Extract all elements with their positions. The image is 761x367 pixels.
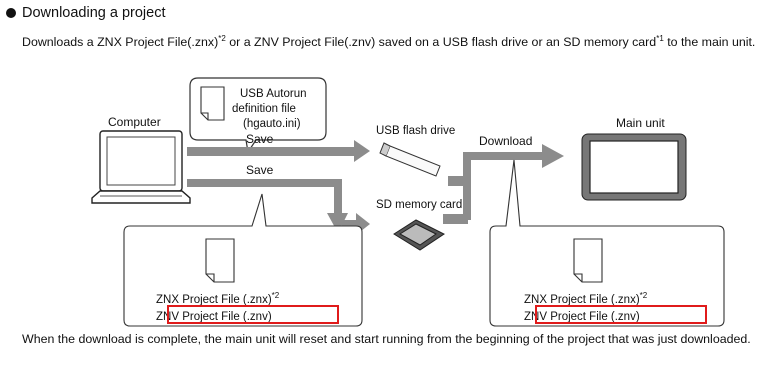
heading-text: Downloading a project [22, 5, 166, 21]
computer-label: Computer [108, 115, 161, 129]
save-label-2: Save [246, 163, 274, 177]
callout-line-3: (hgauto.ini) [243, 118, 301, 130]
document-icon [573, 238, 603, 283]
usb-label: USB flash drive [376, 125, 455, 137]
usb-drive-icon [379, 142, 441, 177]
right-file-line-1: ZNX Project File (.znx)*2 [524, 291, 648, 306]
right-file-line-2: ZNV Project File (.znv) [524, 311, 640, 323]
usb-autorun-callout: USB Autorun definition file (hgauto.ini) [189, 77, 327, 154]
save-arrow-usb [187, 140, 370, 162]
highlight-box [535, 305, 707, 324]
left-file-line-2: ZNV Project File (.znv) [156, 311, 272, 323]
save-arrow-sd [187, 179, 348, 233]
main-unit-icon [581, 133, 687, 201]
bullet-icon [6, 8, 16, 18]
sd-card-icon [393, 219, 445, 251]
footer-paragraph: When the download is complete, the main … [22, 332, 751, 346]
intro-text-3: to the main unit. [663, 35, 756, 50]
intro-text-2: or a ZNV Project File(.znv) saved on a U… [225, 35, 657, 50]
laptop-icon [91, 130, 191, 204]
highlight-box [167, 305, 339, 324]
document-icon [200, 86, 225, 121]
footnote-ref: *1 [656, 34, 664, 43]
callout-line-1: USB Autorun [240, 88, 306, 100]
footnote-ref: *2 [218, 34, 226, 43]
main-unit-label: Main unit [616, 116, 665, 130]
download-arrow [463, 144, 564, 220]
right-file-box: ZNX Project File (.znx)*2 ZNV Project Fi… [489, 159, 725, 327]
section-heading: Downloading a project [6, 5, 165, 21]
download-label: Download [479, 134, 532, 148]
intro-text-1: Downloads a ZNX Project File(.znx) [22, 35, 219, 50]
intro-paragraph: Downloads a ZNX Project File(.znx)*2 or … [22, 30, 757, 51]
left-file-line-1: ZNX Project File (.znx)*2 [156, 291, 280, 306]
document-icon [205, 238, 235, 283]
sd-label: SD memory card [376, 199, 462, 211]
left-file-box: ZNX Project File (.znx)*2 ZNV Project Fi… [123, 193, 363, 327]
callout-line-2: definition file [232, 103, 296, 115]
save-label-1: Save [246, 132, 274, 146]
arrows [187, 140, 564, 235]
